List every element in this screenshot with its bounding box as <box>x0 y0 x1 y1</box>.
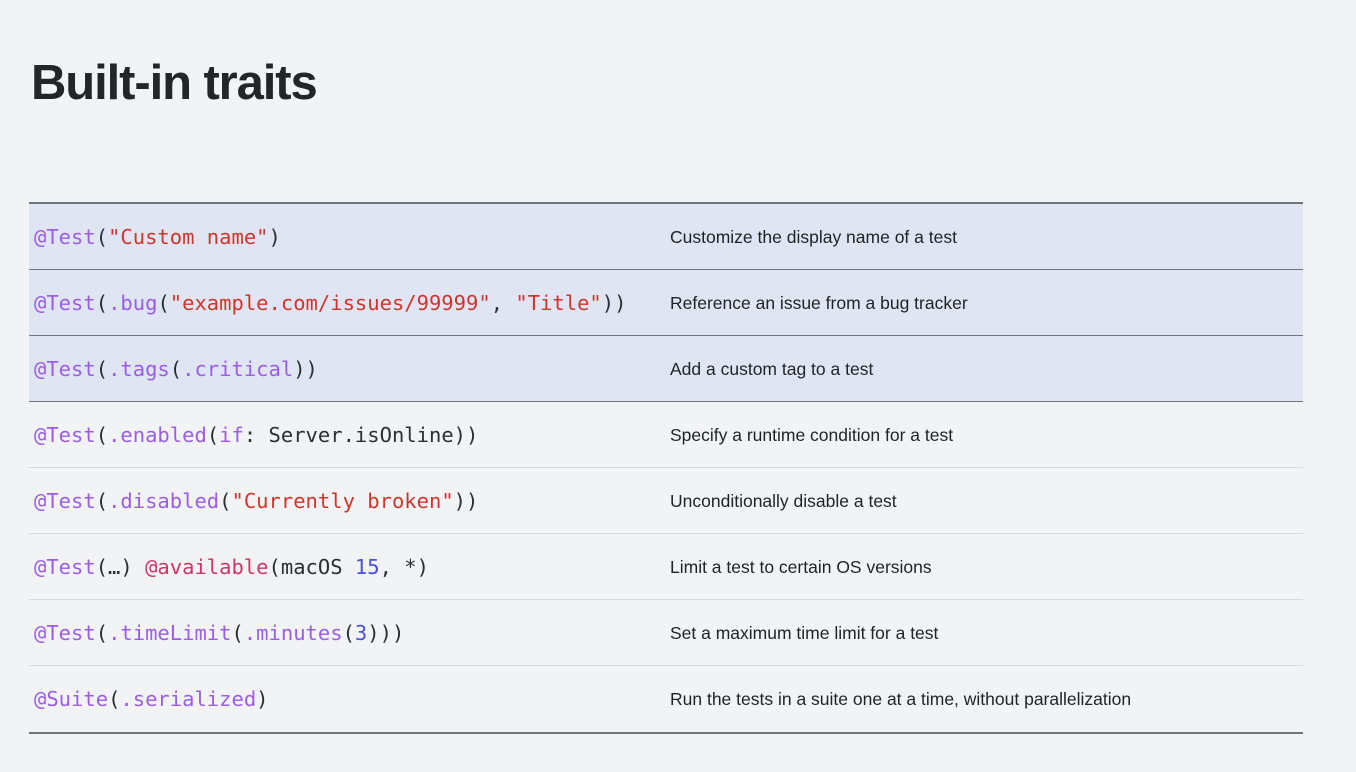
table-row: @Test("Custom name")Customize the displa… <box>29 204 1303 270</box>
code-token: "Currently broken" <box>231 488 454 513</box>
code-token: ( <box>95 620 109 645</box>
code-token: )) <box>453 488 479 513</box>
row-separator <box>29 599 1303 600</box>
row-separator <box>29 731 1303 732</box>
code-token: , <box>490 290 516 315</box>
code-token: @Test <box>34 290 96 315</box>
trait-description-cell: Unconditionally disable a test <box>670 490 897 511</box>
code-token: ( <box>95 422 109 447</box>
page-title: Built-in traits <box>31 55 318 110</box>
code-token: ( <box>157 290 170 315</box>
trait-description-cell: Add a custom tag to a test <box>670 358 874 379</box>
code-token: ( <box>231 620 244 645</box>
trait-description-cell: Set a maximum time limit for a test <box>670 622 939 643</box>
code-token: macOS <box>280 554 355 579</box>
table-row: @Test(.disabled("Currently broken"))Unco… <box>29 468 1303 534</box>
table-top-rule <box>29 202 1303 204</box>
code-token: @Suite <box>34 686 109 711</box>
code-token: @Test <box>34 422 96 447</box>
built-in-traits-table: @Test("Custom name")Customize the displa… <box>29 202 1303 734</box>
code-token: ( <box>108 686 121 711</box>
row-separator <box>29 269 1303 270</box>
table-row: @Test(.timeLimit(.minutes(3)))Set a maxi… <box>29 600 1303 666</box>
table-row: @Test(.tags(.critical))Add a custom tag … <box>29 336 1303 402</box>
code-token: .minutes <box>243 620 343 645</box>
table-row: @Test(.enabled(if: Server.isOnline))Spec… <box>29 402 1303 468</box>
code-token: .disabled <box>108 488 220 513</box>
code-token: )) <box>601 290 627 315</box>
row-separator <box>29 335 1303 336</box>
code-token: @Test <box>34 224 96 249</box>
code-token: @Test <box>34 554 96 579</box>
code-token: "Custom name" <box>108 224 269 249</box>
trait-description-cell: Customize the display name of a test <box>670 226 957 247</box>
code-token: if <box>219 422 244 447</box>
trait-code-cell: @Test(.tags(.critical)) <box>29 359 669 380</box>
code-token: Server.isOnline <box>268 422 454 447</box>
code-token: ( <box>219 488 232 513</box>
code-token: )) <box>293 356 318 381</box>
code-token: , *) <box>379 554 429 579</box>
trait-code-cell: @Test(.bug("example.com/issues/99999", "… <box>29 293 669 314</box>
table-bottom-rule <box>29 732 1303 734</box>
row-separator <box>29 467 1303 468</box>
table-body: @Test("Custom name")Customize the displa… <box>29 204 1303 732</box>
code-token: 15 <box>354 554 380 579</box>
row-separator <box>29 401 1303 402</box>
table-row: @Suite(.serialized)Run the tests in a su… <box>29 666 1303 732</box>
code-token: ) <box>256 686 269 711</box>
code-token: ( <box>95 224 109 249</box>
code-token: @Test <box>34 356 96 381</box>
trait-code-cell: @Test(…) @available(macOS 15, *) <box>29 557 669 578</box>
code-token: .bug <box>108 290 158 315</box>
code-token: ( <box>206 422 220 447</box>
table-row: @Test(.bug("example.com/issues/99999", "… <box>29 270 1303 336</box>
code-token: : <box>243 422 269 447</box>
trait-code-cell: @Test(.timeLimit(.minutes(3))) <box>29 623 669 644</box>
code-token: ( <box>95 356 109 381</box>
code-token: @Test <box>34 488 96 513</box>
code-token: )) <box>453 422 479 447</box>
code-token: ( <box>95 290 109 315</box>
code-token: ) <box>268 224 281 249</box>
trait-description-cell: Limit a test to certain OS versions <box>670 556 932 577</box>
code-token: ))) <box>367 620 405 645</box>
code-token: .enabled <box>108 422 207 447</box>
code-token: "Title" <box>515 290 602 315</box>
trait-code-cell: @Test(.disabled("Currently broken")) <box>29 491 669 512</box>
code-token: @available <box>145 554 269 579</box>
row-separator <box>29 665 1303 666</box>
trait-code-cell: @Test("Custom name") <box>29 227 669 248</box>
code-token: .critical <box>182 356 294 381</box>
row-separator <box>29 533 1303 534</box>
table-row: @Test(…) @available(macOS 15, *)Limit a … <box>29 534 1303 600</box>
code-token: ( <box>268 554 281 579</box>
code-token: .serialized <box>120 686 257 711</box>
code-token: ( <box>342 620 355 645</box>
code-token: .tags <box>108 356 170 381</box>
trait-description-cell: Specify a runtime condition for a test <box>670 424 954 445</box>
trait-code-cell: @Test(.enabled(if: Server.isOnline)) <box>29 425 669 446</box>
trait-description-cell: Run the tests in a suite one at a time, … <box>670 688 1132 709</box>
code-token: @Test <box>34 620 96 645</box>
code-token: .timeLimit <box>108 620 232 645</box>
trait-code-cell: @Suite(.serialized) <box>29 689 669 710</box>
trait-description-cell: Reference an issue from a bug tracker <box>670 292 968 313</box>
code-token: "example.com/issues/99999" <box>169 290 491 315</box>
code-token: ( <box>169 356 183 381</box>
code-token: ( <box>95 488 109 513</box>
code-token: (…) <box>95 554 146 579</box>
code-token: 3 <box>354 620 368 645</box>
